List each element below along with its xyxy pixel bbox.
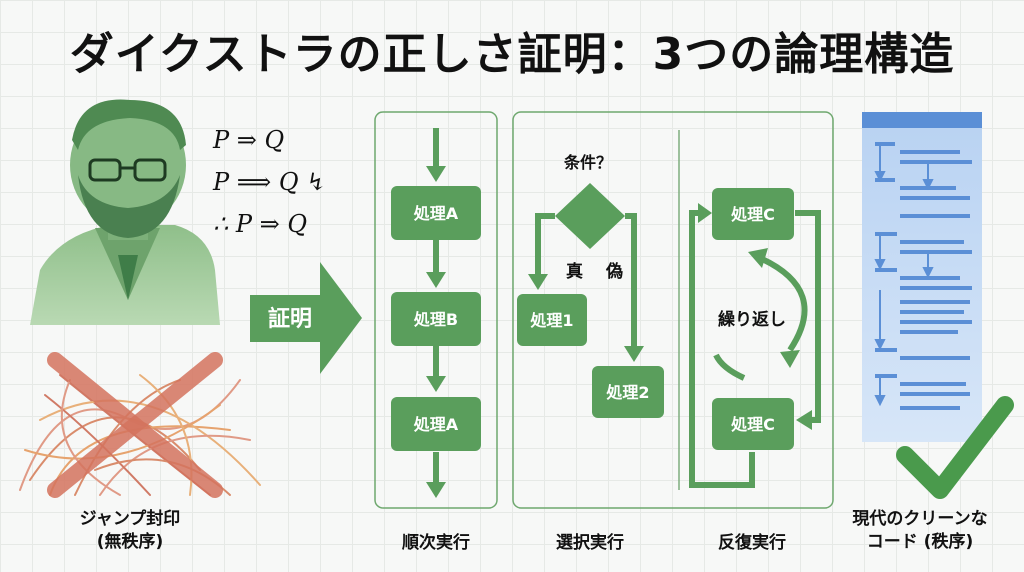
process-1-label: 処理1 (530, 311, 573, 330)
condition-diamond (555, 183, 625, 249)
clean-code-caption-line2: コード (秩序) (867, 531, 973, 552)
proof-arrow: 証明 (250, 262, 362, 374)
seq-box-2 (391, 292, 481, 346)
process-c-top-label: 処理C (731, 205, 775, 224)
process-c-top-box (712, 188, 794, 240)
jump-caption-line1: ジャンプ封印 (80, 508, 181, 529)
process-1-box (517, 294, 587, 346)
jump-caption-line2: (無秩序) (97, 531, 164, 552)
formula-contradiction: P ⟹ Q ↯ (212, 168, 326, 196)
selection-structure: 条件？ 真 偽 処理1 処理2 (517, 153, 664, 418)
seq-box-3-label: 処理A (414, 415, 459, 434)
selection-iteration-panel (512, 111, 834, 509)
formula-conclusion: ∴ P ⇒ Q (213, 210, 307, 238)
process-c-bottom-box (712, 398, 794, 450)
iteration-caption: 反復実行 (718, 532, 786, 553)
seq-box-1 (391, 186, 481, 240)
sequence-panel: 処理A 処理B 処理A (374, 111, 498, 509)
false-label: 偽 (605, 261, 623, 282)
process-2-label: 処理2 (606, 383, 649, 402)
loop-label: 繰り返し (718, 309, 786, 330)
process-2-box (592, 366, 664, 418)
selection-condition: 条件？ (563, 153, 612, 172)
selection-caption: 選択実行 (556, 532, 624, 553)
checkmark-icon (896, 396, 1014, 499)
clean-code-document (862, 112, 982, 442)
true-label: 真 (566, 261, 583, 282)
seq-box-3 (391, 397, 481, 451)
seq-box-1-label: 処理A (414, 204, 459, 223)
process-c-bottom-label: 処理C (731, 415, 775, 434)
dijkstra-portrait (30, 99, 220, 325)
formula-implication: P ⇒ Q (212, 126, 284, 154)
loop-arrow-head-up (748, 248, 768, 268)
jump-chaos-icon (19, 352, 261, 498)
proof-arrow-label: 証明 (268, 306, 312, 332)
clean-code-caption-line1: 現代のクリーンな (852, 508, 987, 529)
iteration-structure: 処理C 処理C 繰り返し (689, 188, 821, 488)
seq-box-2-label: 処理B (414, 310, 458, 329)
sequence-caption: 順次実行 (402, 532, 470, 553)
page-title: ダイクストラの正しさ証明：3つの論理構造 (69, 29, 955, 80)
